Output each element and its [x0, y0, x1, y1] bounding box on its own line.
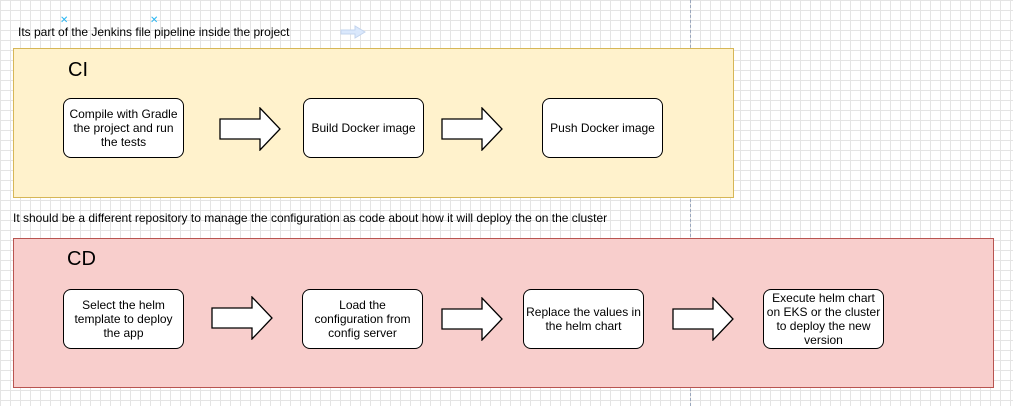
top-note[interactable]: Its part of the Jenkins file pipeline in… — [18, 25, 290, 39]
vertical-guide-line — [690, 0, 691, 406]
x-marker-icon[interactable]: ✕ — [150, 15, 159, 26]
step-label: Select the helm template to deploy the a… — [74, 298, 173, 340]
cd-step-execute-helm[interactable]: Execute helm chart on EKS or the cluster… — [763, 289, 884, 349]
step-label: Push Docker image — [550, 121, 655, 135]
ci-title[interactable]: CI — [68, 59, 88, 81]
step-label: Execute helm chart on EKS or the cluster… — [766, 291, 881, 347]
cd-step-replace-values[interactable]: Replace the values in the helm chart — [523, 289, 644, 349]
block-arrow-right-icon[interactable] — [441, 297, 503, 341]
step-label: Replace the values in the helm chart — [526, 305, 641, 333]
ci-step-compile[interactable]: Compile with Gradle the project and run … — [63, 98, 184, 158]
block-arrow-right-icon[interactable] — [219, 107, 281, 151]
block-arrow-right-icon[interactable] — [211, 296, 273, 340]
middle-note[interactable]: It should be a different repository to m… — [13, 211, 608, 225]
step-label: Build Docker image — [311, 121, 416, 135]
step-label: Compile with Gradle the project and run … — [69, 107, 178, 149]
block-arrow-right-icon[interactable] — [672, 297, 734, 341]
x-marker-icon[interactable]: ✕ — [60, 15, 69, 26]
cd-step-select-template[interactable]: Select the helm template to deploy the a… — [63, 289, 184, 349]
arrow-right-icon[interactable] — [340, 25, 366, 39]
cd-title[interactable]: CD — [67, 248, 96, 270]
ci-step-push-image[interactable]: Push Docker image — [542, 98, 663, 158]
block-arrow-right-icon[interactable] — [441, 107, 503, 151]
step-label: Load the configuration from config serve… — [314, 298, 411, 340]
cd-step-load-config[interactable]: Load the configuration from config serve… — [302, 289, 423, 349]
ci-step-build-image[interactable]: Build Docker image — [303, 98, 424, 158]
